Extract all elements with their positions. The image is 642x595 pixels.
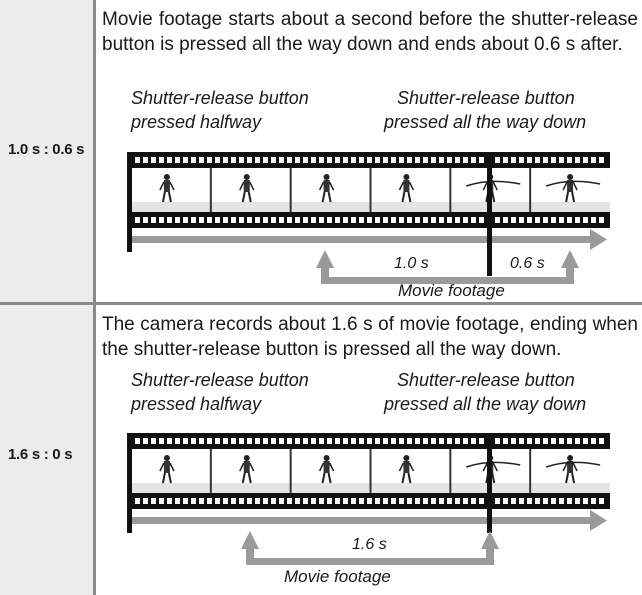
film-strip xyxy=(131,433,610,509)
row-1-caption-right: Shutter-release button pressed all the w… xyxy=(384,86,586,134)
row-1-before-label: 1.0 s xyxy=(394,255,429,272)
row-2-caption-left-line2: pressed halfway xyxy=(131,394,262,414)
runner-figure xyxy=(318,174,335,203)
runner-figure xyxy=(239,455,255,484)
runner-figure xyxy=(318,455,335,484)
row-1-caption-right-line2: pressed all the way down xyxy=(384,112,587,132)
full-press-marker xyxy=(487,152,492,276)
row-1-label: 1.0 s : 0.6 s xyxy=(8,141,85,158)
row-2-caption-right-line1: Shutter-release button xyxy=(397,370,575,390)
row-2-timeline-diagram: 1.6 s Movie footage xyxy=(127,433,610,586)
row-2-label: 1.6 s : 0 s xyxy=(8,446,73,463)
runner-figure xyxy=(398,174,415,203)
runner-figure xyxy=(159,174,175,203)
row-2-footage-label: Movie footage xyxy=(284,567,391,586)
row-1-after-label: 0.6 s xyxy=(510,255,545,272)
row-1-caption-right-line1: Shutter-release button xyxy=(397,88,575,108)
row-1-caption-left-line1: Shutter-release button xyxy=(131,88,309,108)
footage-bracket xyxy=(316,250,579,284)
halfway-marker xyxy=(127,152,132,252)
runner-figure xyxy=(545,174,601,203)
row-2-before-label: 1.6 s xyxy=(352,536,387,553)
row-divider xyxy=(0,302,642,305)
row-1-description: Movie footage starts about a second befo… xyxy=(102,9,638,55)
row-2-caption-left: Shutter-release button pressed halfway xyxy=(131,368,309,416)
runner-figure xyxy=(398,455,415,484)
timeline-arrow xyxy=(131,229,607,250)
row-1-footage-label: Movie footage xyxy=(398,281,505,300)
row-2-label-cell: 1.6 s : 0 s xyxy=(0,305,96,595)
row-2-description: The camera records about 1.6 s of movie … xyxy=(102,314,638,360)
runner-figure xyxy=(239,174,255,203)
timeline-arrow xyxy=(131,510,607,531)
full-press-marker xyxy=(487,433,492,533)
runner-figure xyxy=(545,455,601,484)
row-2-caption-right-line2: pressed all the way down xyxy=(384,394,587,414)
row-2-caption-left-line1: Shutter-release button xyxy=(131,370,309,390)
runner-figure xyxy=(159,455,175,484)
row-2-caption-right: Shutter-release button pressed all the w… xyxy=(384,368,586,416)
halfway-marker xyxy=(127,433,132,533)
row-1-timeline-diagram: 1.0 s 0.6 s Movie footage xyxy=(127,152,610,300)
row-1-caption-left: Shutter-release button pressed halfway xyxy=(131,86,309,134)
film-strip xyxy=(131,152,610,228)
footage-bracket xyxy=(241,531,499,565)
row-1-caption-left-line2: pressed halfway xyxy=(131,112,262,132)
row-1-label-cell: 1.0 s : 0.6 s xyxy=(0,0,96,302)
